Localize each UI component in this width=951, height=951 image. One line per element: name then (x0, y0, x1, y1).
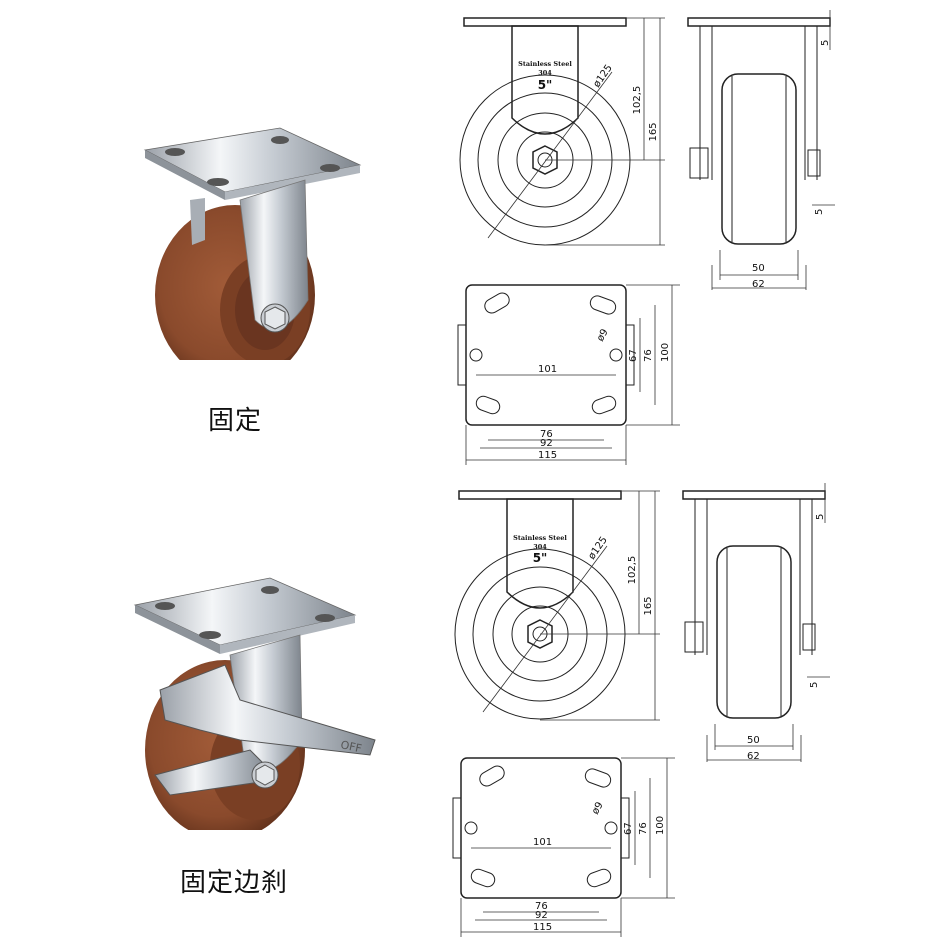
brake-caster-photo: OFF (133, 577, 376, 830)
dim-plate-depth: 100 (655, 816, 666, 835)
side-view: 50 62 5 5 (682, 483, 830, 762)
fixed-caster-photo (143, 127, 362, 360)
dim-hole-span-x2: 76 (540, 429, 553, 440)
dim-hole-span-y2: 76 (638, 822, 649, 835)
brake-off-label: OFF (339, 738, 363, 755)
dim-bracket-width: 62 (747, 751, 760, 762)
stamp-size: 5" (533, 551, 548, 565)
dim-hole-span-x: 101 (538, 364, 557, 375)
dim-wheel-width: 50 (752, 263, 765, 274)
dim-center-height: 102,5 (627, 556, 638, 585)
dim-hole-span-y1: 67 (623, 822, 634, 835)
plate-view: 101 ø9 67 76 100 76 92 115 (457, 284, 680, 465)
dim-hole-span-x: 101 (533, 837, 552, 848)
dim-hole-span-y1: 67 (628, 349, 639, 362)
stamp-grade: 304 (533, 543, 547, 551)
dim-hole-span-y2: 76 (643, 349, 654, 362)
dim-wheel-dia: ø125 (591, 63, 614, 90)
dim-plate-width: 115 (538, 450, 557, 461)
front-view: Stainless Steel 304 5" ø125 102,5 165 (454, 490, 660, 721)
stamp-size: 5" (538, 78, 553, 92)
stamp-material: Stainless Steel (518, 60, 572, 68)
stamp-grade: 304 (538, 69, 552, 77)
dim-hole-span-x2: 76 (535, 901, 548, 912)
dim-plate-width: 115 (533, 922, 552, 933)
front-view: Stainless Steel 304 5" ø125 102,5 165 (459, 17, 665, 246)
dim-axle-offset: 5 (809, 682, 820, 688)
dim-plate-depth: 100 (660, 343, 671, 362)
dim-wheel-width: 50 (747, 735, 760, 746)
caption-fixed: 固定 (208, 406, 263, 436)
dim-center-height: 102,5 (632, 86, 643, 115)
drawing-set-fixed: Stainless Steel 304 5" ø125 102,5 165 (457, 10, 835, 465)
dim-wheel-dia: ø125 (586, 535, 609, 562)
side-view: 50 62 5 5 (687, 10, 835, 290)
dim-hole-span-x3: 92 (540, 438, 553, 449)
dim-hole-span-x3: 92 (535, 910, 548, 921)
dim-total-height: 165 (648, 122, 659, 141)
dim-hole-dia: ø9 (590, 800, 606, 816)
dim-hole-dia: ø9 (595, 327, 611, 343)
dim-plate-thickness: 5 (815, 514, 826, 520)
brake-lever (159, 664, 376, 756)
caption-brake: 固定边刹 (180, 868, 289, 898)
dim-plate-thickness: 5 (820, 40, 831, 46)
dim-bracket-width: 62 (752, 279, 765, 290)
plate-view: 101 ø9 67 76 100 76 92 115 (452, 757, 675, 937)
dim-total-height: 165 (643, 596, 654, 615)
drawing-set-brake: Stainless Steel 304 5" ø125 102,5 165 (452, 483, 830, 937)
dim-axle-offset: 5 (814, 209, 825, 215)
stamp-material: Stainless Steel (513, 534, 567, 542)
